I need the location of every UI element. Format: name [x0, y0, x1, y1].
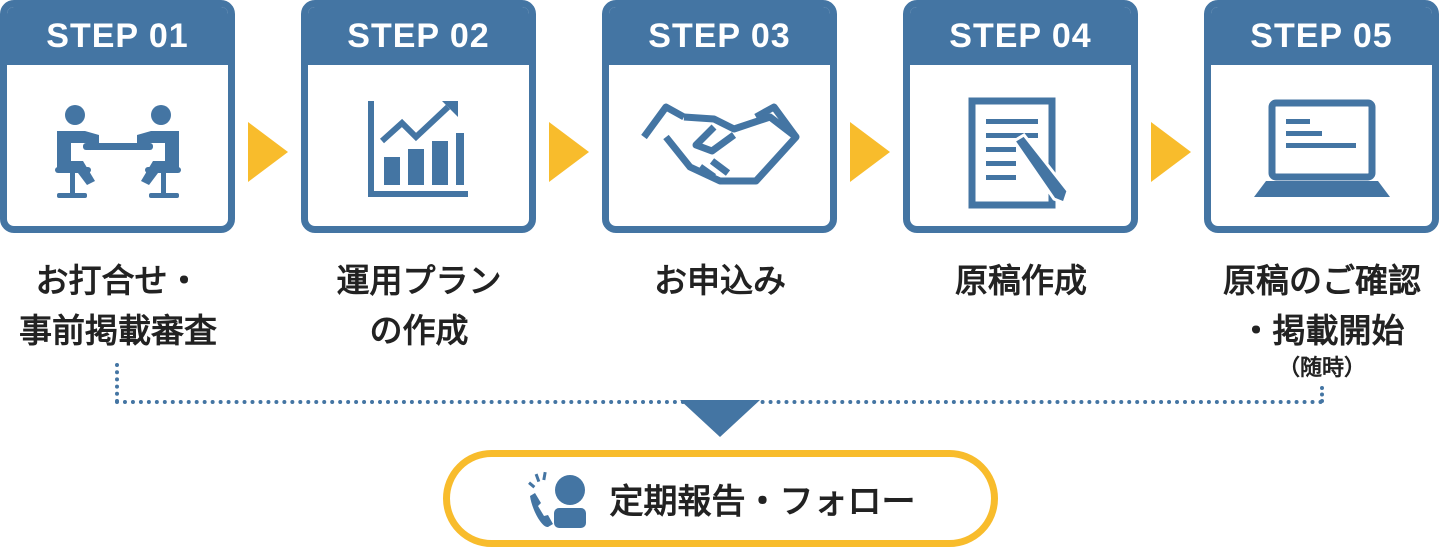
step-label-3: お申込み: [654, 261, 786, 300]
step-label-5: 原稿のご確認・掲載開始（随時）: [1223, 261, 1421, 381]
followup-box: 定期報告・フォロー: [443, 450, 998, 547]
chart-growth-icon: [367, 101, 468, 197]
step-card-4: STEP 04: [903, 0, 1138, 233]
next-arrow: [850, 122, 890, 182]
step-header: STEP 05: [1211, 7, 1432, 65]
followup-label: 定期報告・フォロー: [609, 482, 916, 522]
next-arrow: [549, 122, 589, 182]
next-arrow: [248, 122, 288, 182]
connector-line: [1320, 386, 1324, 403]
step-card-2: STEP 02: [301, 0, 536, 233]
down-arrow: [680, 400, 760, 437]
step-label-1: お打合せ・事前掲載審査: [19, 261, 217, 350]
step-card-1: STEP 01: [0, 0, 235, 233]
step-header: STEP 02: [308, 7, 529, 65]
step-label-2: 運用プランの作成: [336, 261, 502, 350]
laptop-icon: [1253, 99, 1390, 197]
document-pen-icon: [968, 97, 1070, 209]
step-header: STEP 01: [7, 7, 228, 65]
step-header: STEP 04: [910, 7, 1131, 65]
step-card-5: STEP 05: [1204, 0, 1439, 233]
phone-person-icon: [527, 471, 586, 528]
next-arrow: [1151, 122, 1191, 182]
step-card-3: STEP 03: [602, 0, 837, 233]
handshake-icon: [640, 103, 799, 185]
connector-line: [115, 363, 119, 403]
step-label-4: 原稿作成: [955, 261, 1087, 300]
meeting-icon: [54, 105, 181, 198]
step-header: STEP 03: [609, 7, 830, 65]
